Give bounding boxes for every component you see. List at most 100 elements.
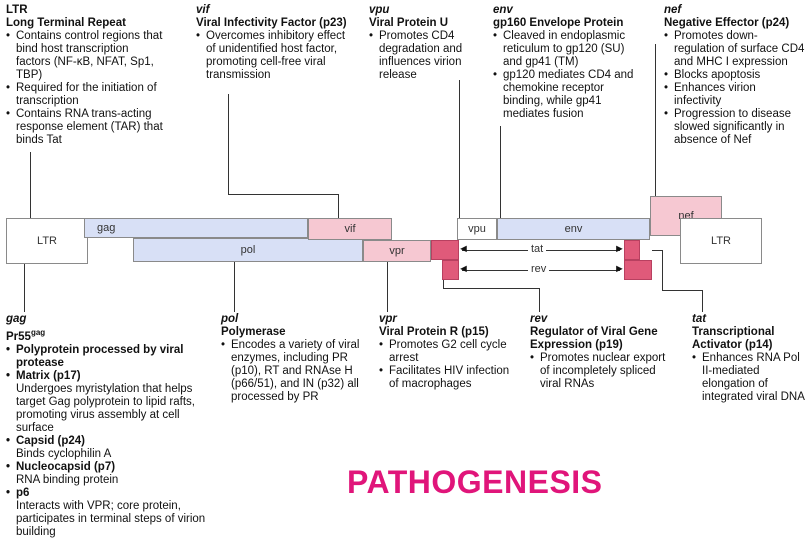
vif-gene-label: vif	[196, 4, 210, 16]
pol-title: Polymerase	[221, 326, 286, 338]
tat-bullets: Enhances RNA Pol II-mediated elongation …	[692, 352, 806, 404]
tat-connector-v2	[702, 290, 703, 312]
env-bullet: Cleaved in endoplasmic reticulum to gp12…	[493, 30, 643, 69]
ltr-title: Long Terminal Repeat	[6, 17, 126, 29]
rev-bullets: Promotes nuclear export of incompletely …	[530, 352, 678, 391]
ltr-gene-label: LTR	[6, 4, 28, 16]
ltr-right-box: LTR	[680, 218, 762, 264]
pol-gene-label: pol	[221, 313, 239, 325]
rev-exon-2	[624, 260, 652, 280]
nef-bullet: Progression to disease slowed significan…	[664, 108, 806, 147]
gag-item-label: Matrix (p17)	[16, 369, 81, 382]
gag-box: gag	[84, 218, 308, 238]
gag-annotation: gag Pr55gag Polyprotein processed by vir…	[6, 313, 206, 539]
tat-exon-1	[431, 240, 459, 260]
gag-item-label: p6	[16, 486, 30, 499]
vpr-title: Viral Protein R (p15)	[379, 326, 489, 338]
rev-gene-label: rev	[530, 313, 548, 325]
gag-title-main: Pr55	[6, 330, 31, 343]
env-gene-label: env	[493, 4, 513, 16]
env-bullet: gp120 mediates CD4 and chemokine recepto…	[493, 69, 643, 121]
ltr-bullet: Contains control regions that bind host …	[6, 30, 166, 82]
vif-label: vif	[344, 223, 356, 235]
nef-connector	[655, 44, 656, 196]
vpu-label: vpu	[468, 223, 486, 235]
vif-title: Viral Infectivity Factor (p23)	[196, 17, 347, 29]
vpu-connector	[459, 80, 460, 218]
gag-connector	[24, 264, 25, 312]
vif-connector-v2	[338, 194, 339, 218]
rev-annotation: rev Regulator of Viral Gene Expression (…	[530, 313, 678, 391]
vpu-gene-label: vpu	[369, 4, 390, 16]
nef-bullets: Promotes down-regulation of surface CD4 …	[664, 30, 806, 147]
tat-title: Transcriptional Activator (p14)	[692, 326, 775, 351]
nef-bullet: Promotes down-regulation of surface CD4 …	[664, 30, 806, 69]
ltr-left-box: LTR	[6, 218, 88, 264]
pol-annotation: pol Polymerase Encodes a variety of vira…	[221, 313, 363, 404]
gag-title: Pr55gag	[6, 326, 206, 344]
gag-items: Polyprotein processed by viral protease …	[6, 344, 206, 539]
vpu-bullets: Promotes CD4 degradation and influences …	[369, 30, 481, 82]
gag-item: Capsid (p24)Binds cyclophilin A	[6, 435, 206, 461]
nef-gene-label: nef	[664, 4, 682, 16]
tat-arrow-left: ◄	[458, 243, 469, 255]
vpr-bullet: Facilitates HIV infection of macrophages	[379, 365, 511, 391]
vpr-connector	[387, 262, 388, 312]
vpr-gene-label: vpr	[379, 313, 397, 325]
vif-connector-h	[228, 194, 338, 195]
vpu-box: vpu	[457, 218, 497, 240]
ltr-bullets: Contains control regions that bind host …	[6, 30, 166, 147]
ltr-left-label: LTR	[37, 235, 57, 247]
vpr-bullets: Promotes G2 cell cycle arrest Facilitate…	[379, 339, 511, 391]
gag-title-sup: gag	[30, 328, 46, 337]
rev-bullet: Promotes nuclear export of incompletely …	[530, 352, 678, 391]
gag-item-label: Polyprotein processed by viral protease	[16, 343, 184, 369]
ltr-annotation: LTR Long Terminal Repeat Contains contro…	[6, 4, 166, 147]
env-title: gp160 Envelope Protein	[493, 17, 624, 29]
vif-connector-v	[228, 94, 229, 194]
vpu-bullet: Promotes CD4 degradation and influences …	[369, 30, 481, 82]
nef-bullet: Enhances virion infectivity	[664, 82, 806, 108]
vif-annotation: vif Viral Infectivity Factor (p23) Overc…	[196, 4, 348, 82]
vpr-label: vpr	[389, 245, 405, 257]
ltr-bullet: Contains RNA trans-acting response eleme…	[6, 108, 166, 147]
rev-arrow-right: ►	[614, 263, 625, 275]
pol-bullets: Encodes a variety of viral enzymes, incl…	[221, 339, 363, 404]
pol-label: pol	[240, 244, 256, 256]
tat-exon-2	[624, 240, 640, 260]
ltr-right-label: LTR	[711, 235, 731, 247]
env-box: env	[497, 218, 650, 240]
gag-item-desc: Interacts with VPR; core protein, partic…	[16, 499, 206, 538]
gag-item-label: Nucleocapsid (p7)	[16, 460, 116, 473]
rev-label: rev	[528, 263, 550, 275]
tat-connector-h2	[662, 290, 702, 291]
gag-label: gag	[97, 222, 116, 234]
vif-bullet: Overcomes inhibitory effect of unidentif…	[196, 30, 348, 82]
rev-connector-h	[443, 280, 444, 288]
gag-gene-label: gag	[6, 313, 27, 325]
tat-annotation: tat Transcriptional Activator (p14) Enha…	[692, 313, 806, 404]
tat-connector-h	[652, 250, 662, 251]
env-annotation: env gp160 Envelope Protein Cleaved in en…	[493, 4, 643, 121]
env-connector	[500, 126, 501, 218]
vpu-title: Viral Protein U	[369, 17, 449, 29]
rev-exon-1	[442, 260, 459, 280]
vpu-annotation: vpu Viral Protein U Promotes CD4 degrada…	[369, 4, 481, 82]
vpr-bullet: Promotes G2 cell cycle arrest	[379, 339, 511, 365]
tat-connector-v	[662, 250, 663, 290]
tat-gene-label: tat	[692, 313, 707, 325]
gag-item: Matrix (p17)Undergoes myristylation that…	[6, 370, 206, 435]
gag-item-label: Capsid (p24)	[16, 434, 86, 447]
vif-bullets: Overcomes inhibitory effect of unidentif…	[196, 30, 348, 82]
vpr-annotation: vpr Viral Protein R (p15) Promotes G2 ce…	[379, 313, 511, 391]
nef-bullet: Blocks apoptosis	[664, 69, 806, 82]
gag-item-desc: RNA binding protein	[16, 473, 119, 486]
gag-item-desc: Binds cyclophilin A	[16, 447, 112, 460]
nef-title: Negative Effector (p24)	[664, 17, 790, 29]
gag-item: Nucleocapsid (p7)RNA binding protein	[6, 461, 206, 487]
rev-connector-v	[539, 288, 540, 312]
tat-arrow-right: ►	[614, 243, 625, 255]
pol-connector	[234, 262, 235, 312]
